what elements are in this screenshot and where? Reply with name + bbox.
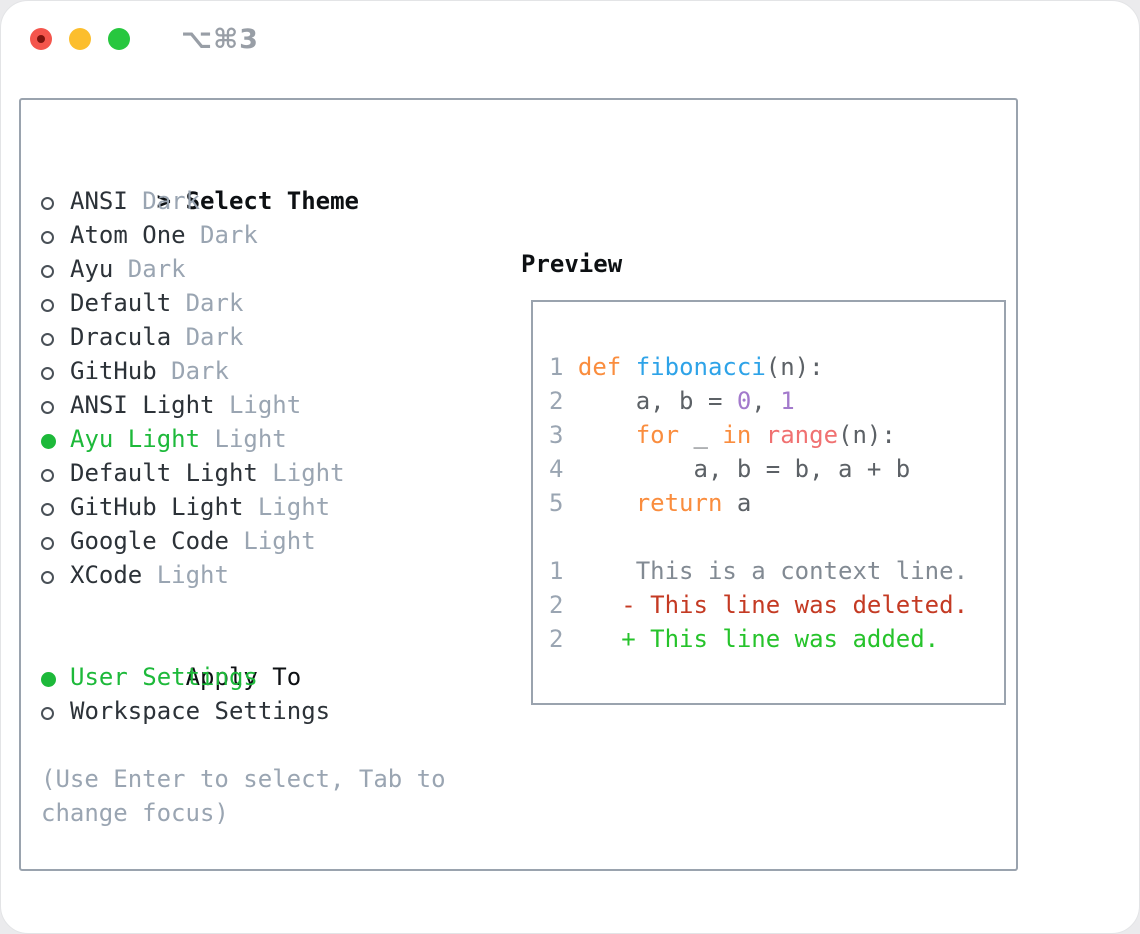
option-label: ANSI Light bbox=[70, 391, 215, 419]
apply-option-user-settings[interactable]: User Settings bbox=[41, 660, 481, 694]
theme-option-ayu-light[interactable]: Ayu Light Light bbox=[41, 422, 481, 456]
option-label: User Settings bbox=[70, 663, 258, 691]
help-text-line: change focus) bbox=[41, 799, 229, 827]
line-number: 2 bbox=[549, 591, 564, 619]
theme-option-ansi[interactable]: ANSI Dark bbox=[41, 184, 481, 218]
code-line: 3 for _ in range(n): bbox=[549, 421, 896, 449]
preview-box: 1 def fibonacci(n): 2 a, b = 0, 1 3 for _ … bbox=[531, 300, 1006, 705]
apply-to-header: Apply To bbox=[41, 626, 481, 691]
line-number: 5 bbox=[549, 489, 564, 517]
close-button-dot-icon bbox=[37, 35, 45, 43]
radio-selected-icon bbox=[41, 672, 56, 687]
option-variant-tag: Light bbox=[142, 561, 229, 589]
option-label: Default bbox=[70, 289, 172, 317]
diff-line-deleted: 2 - This line was deleted. bbox=[549, 591, 969, 619]
option-label: ANSI bbox=[70, 187, 128, 215]
option-label: Workspace Settings bbox=[70, 697, 331, 725]
help-text-line: (Use Enter to select, Tab to bbox=[41, 765, 446, 793]
option-label: Default Light bbox=[70, 459, 258, 487]
theme-option-default-light[interactable]: Default Light Light bbox=[41, 456, 481, 490]
theme-option-default[interactable]: Default Dark bbox=[41, 286, 481, 320]
line-number: 2 bbox=[549, 387, 564, 415]
code-line: 2 a, b = 0, 1 bbox=[549, 387, 795, 415]
code-preview: 1 def fibonacci(n): 2 a, b = 0, 1 3 for _ … bbox=[533, 302, 1004, 656]
option-label: Atom One bbox=[70, 221, 186, 249]
spacer bbox=[41, 728, 481, 762]
diff-line-context: 1 This is a context line. bbox=[549, 557, 969, 585]
theme-option-ansi-light[interactable]: ANSI Light Light bbox=[41, 388, 481, 422]
option-variant-tag: Light bbox=[200, 425, 287, 453]
preview-title: Preview bbox=[521, 250, 623, 278]
prompt-icon: > bbox=[156, 187, 172, 215]
radio-selected-icon bbox=[41, 434, 56, 449]
option-variant-tag: Dark bbox=[171, 289, 244, 317]
line-number: 1 bbox=[549, 557, 564, 585]
line-number: 3 bbox=[549, 421, 564, 449]
code-line: 5 return a bbox=[549, 489, 752, 517]
maximize-button[interactable] bbox=[108, 28, 130, 50]
option-variant-tag: Dark bbox=[113, 255, 186, 283]
option-label: Dracula bbox=[70, 323, 172, 351]
option-label: XCode bbox=[70, 561, 143, 589]
radio-icon bbox=[41, 469, 54, 482]
apply-to-title: Apply To bbox=[185, 663, 302, 691]
option-label: Google Code bbox=[70, 527, 229, 555]
keyboard-shortcut-label: ⌥⌘3 bbox=[181, 23, 259, 55]
option-variant-tag: Dark bbox=[127, 187, 201, 215]
close-button[interactable] bbox=[30, 28, 52, 50]
theme-option-github[interactable]: GitHub Dark bbox=[41, 354, 481, 388]
radio-icon bbox=[41, 571, 54, 584]
option-variant-tag: Dark bbox=[185, 221, 258, 249]
radio-icon bbox=[41, 265, 54, 278]
diff-line-added: 2 + This line was added. bbox=[549, 625, 940, 653]
select-theme-title: Select Theme bbox=[185, 187, 359, 215]
line-number: 1 bbox=[549, 353, 564, 381]
option-label: GitHub bbox=[70, 357, 157, 385]
radio-icon bbox=[41, 367, 54, 380]
apply-option-workspace-settings[interactable]: Workspace Settings bbox=[41, 694, 481, 728]
option-variant-tag: Light bbox=[228, 527, 316, 555]
theme-option-atom-one[interactable]: Atom One Dark bbox=[41, 218, 481, 252]
theme-option-dracula[interactable]: Dracula Dark bbox=[41, 320, 481, 354]
line-number: 2 bbox=[549, 625, 564, 653]
help-text: (Use Enter to select, Tab to change focus… bbox=[41, 762, 481, 830]
radio-icon bbox=[41, 707, 54, 720]
radio-icon bbox=[41, 333, 54, 346]
select-theme-header: > Select Theme bbox=[41, 150, 481, 215]
radio-icon bbox=[41, 401, 54, 414]
code-line: 4 a, b = b, a + b bbox=[549, 455, 911, 483]
radio-icon bbox=[41, 299, 54, 312]
diff-preview: 1 This is a context line. 2 - This line w… bbox=[549, 554, 1004, 656]
minimize-button[interactable] bbox=[69, 28, 91, 50]
option-variant-tag: Dark bbox=[171, 323, 244, 351]
option-label: Ayu bbox=[70, 255, 114, 283]
spacer bbox=[41, 592, 481, 626]
option-label: Ayu Light bbox=[70, 425, 201, 453]
theme-option-xcode[interactable]: XCode Light bbox=[41, 558, 481, 592]
radio-icon bbox=[41, 537, 54, 550]
option-variant-tag: Light bbox=[257, 459, 345, 487]
radio-icon bbox=[41, 197, 54, 210]
option-label: GitHub Light bbox=[70, 493, 244, 521]
theme-option-ayu[interactable]: Ayu Dark bbox=[41, 252, 481, 286]
option-variant-tag: Dark bbox=[156, 357, 229, 385]
radio-icon bbox=[41, 503, 54, 516]
option-variant-tag: Light bbox=[243, 493, 331, 521]
option-variant-tag: Light bbox=[214, 391, 302, 419]
radio-icon bbox=[41, 231, 54, 244]
titlebar: ⌥⌘3 bbox=[30, 24, 259, 55]
code-line: 1 def fibonacci(n): bbox=[549, 353, 824, 381]
theme-option-github-light[interactable]: GitHub Light Light bbox=[41, 490, 481, 524]
theme-option-google-code[interactable]: Google Code Light bbox=[41, 524, 481, 558]
line-number: 4 bbox=[549, 455, 564, 483]
